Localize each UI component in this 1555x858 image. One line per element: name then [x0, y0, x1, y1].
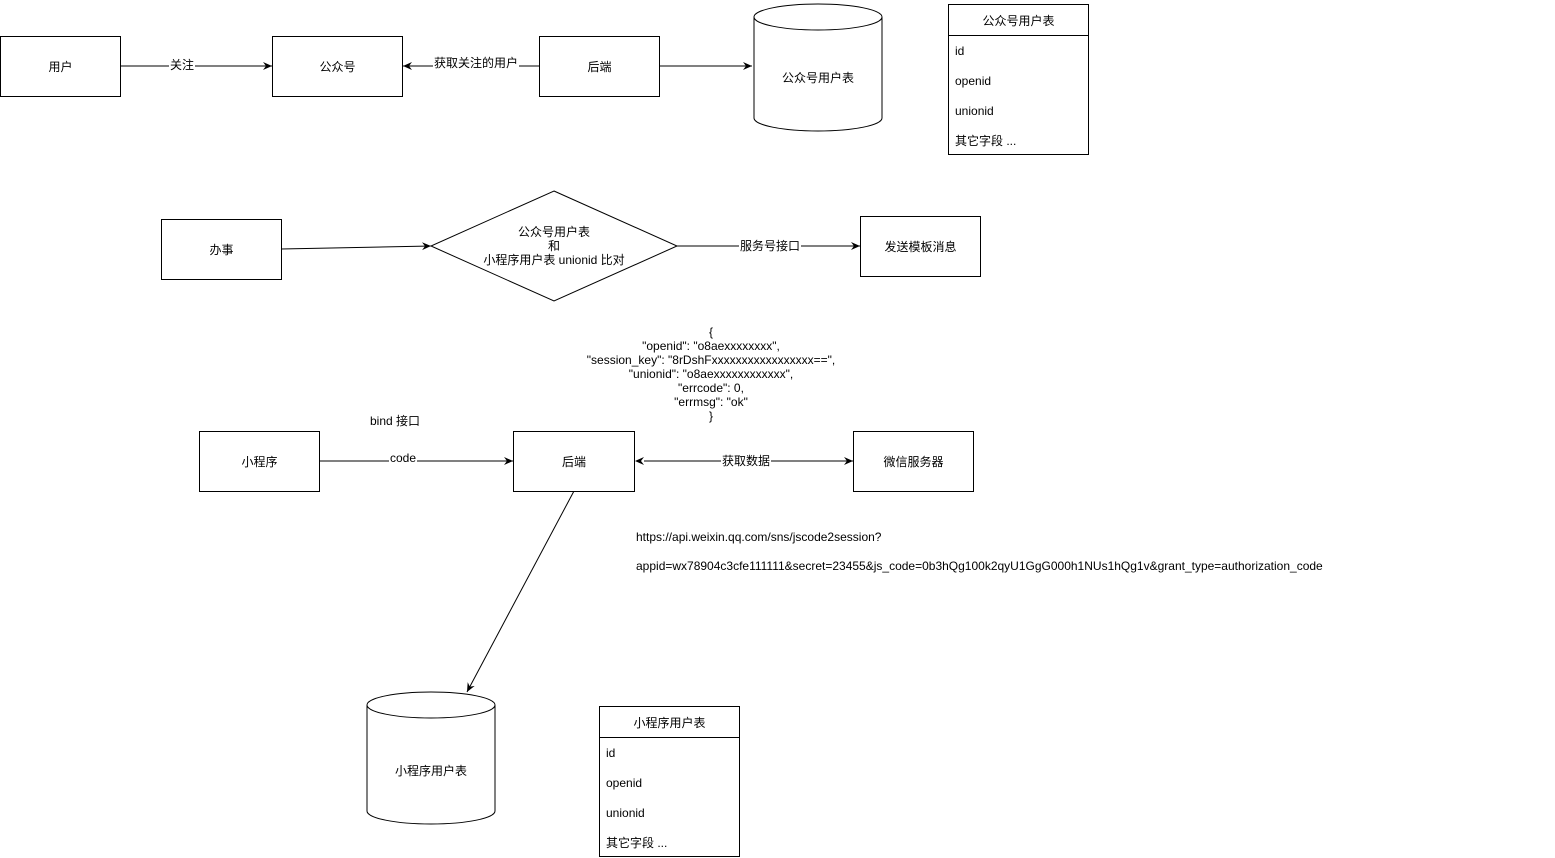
oa-table-row: 其它字段 ...	[955, 134, 1017, 148]
mp-user-table: 小程序用户表 id openid unionid 其它字段 ...	[599, 706, 740, 857]
backend-top-box: 后端	[539, 36, 660, 97]
get-data-label: 获取数据	[721, 454, 772, 468]
arrow-task-to-compare	[280, 242, 432, 251]
backend-bottom-label: 后端	[561, 455, 586, 469]
task-label: 办事	[209, 243, 234, 257]
json-line: }	[708, 409, 713, 423]
oa-table-row: id	[955, 44, 965, 58]
oa-user-table: 公众号用户表 id openid unionid 其它字段 ...	[948, 4, 1089, 155]
service-api-label: 服务号接口	[739, 239, 802, 253]
json-line: "session_key": "8rDshFxxxxxxxxxxxxxxxxx=…	[586, 353, 836, 367]
mp-table-row: 其它字段 ...	[606, 836, 668, 850]
official-account-label: 公众号	[319, 60, 356, 74]
task-box: 办事	[161, 219, 282, 280]
arrow-backend-to-mp-db	[466, 490, 575, 693]
code-label: code	[389, 451, 418, 465]
api-url-line2: appid=wx78904c3cfe111111&secret=23455&js…	[636, 559, 1323, 573]
mp-table-row: unionid	[606, 806, 645, 820]
backend-bottom-box: 后端	[513, 431, 635, 492]
json-line: "unionid": "o8aexxxxxxxxxxxx",	[628, 367, 794, 381]
oa-db-label: 公众号用户表	[782, 71, 855, 85]
json-line: "errcode": 0,	[678, 381, 744, 395]
official-account-box: 公众号	[272, 36, 403, 97]
json-line: "openid": "o8aexxxxxxxx",	[642, 339, 780, 353]
mp-table-title: 小程序用户表	[600, 707, 739, 738]
compare-text: 公众号用户表 和 小程序用户表 unionid 比对	[454, 225, 654, 267]
json-line: "errmsg": "ok"	[674, 395, 748, 409]
mp-db-cylinder	[366, 691, 496, 825]
oa-table-title: 公众号用户表	[949, 5, 1088, 36]
bind-api-label: bind 接口	[370, 414, 421, 428]
compare-line: 公众号用户表	[517, 225, 590, 239]
wechat-server-box: 微信服务器	[853, 431, 974, 492]
oa-table-row: unionid	[955, 104, 994, 118]
backend-top-label: 后端	[587, 60, 612, 74]
arrow-head-to-backend	[635, 457, 644, 465]
send-message-box: 发送模板消息	[860, 216, 981, 277]
mp-db-label: 小程序用户表	[395, 764, 468, 778]
user-label: 用户	[48, 60, 73, 74]
user-box: 用户	[0, 36, 121, 97]
api-url-line1: https://api.weixin.qq.com/sns/jscode2ses…	[636, 530, 882, 544]
send-message-label: 发送模板消息	[884, 240, 957, 254]
oa-db-cylinder	[753, 3, 883, 132]
mp-table-row: openid	[606, 776, 643, 790]
oa-table-row: openid	[955, 74, 992, 88]
mini-program-label: 小程序	[241, 455, 278, 469]
mini-program-box: 小程序	[199, 431, 320, 492]
wechat-server-label: 微信服务器	[883, 455, 944, 469]
compare-line: 和	[547, 239, 560, 253]
mp-table-row: id	[606, 746, 616, 760]
compare-line: 小程序用户表 unionid 比对	[483, 253, 625, 267]
follow-label: 关注	[169, 58, 196, 72]
json-response: { "openid": "o8aexxxxxxxx", "session_key…	[561, 325, 861, 423]
fetch-followers-label: 获取关注的用户	[433, 56, 520, 70]
compare-diamond	[429, 190, 679, 302]
json-line: {	[708, 325, 713, 339]
